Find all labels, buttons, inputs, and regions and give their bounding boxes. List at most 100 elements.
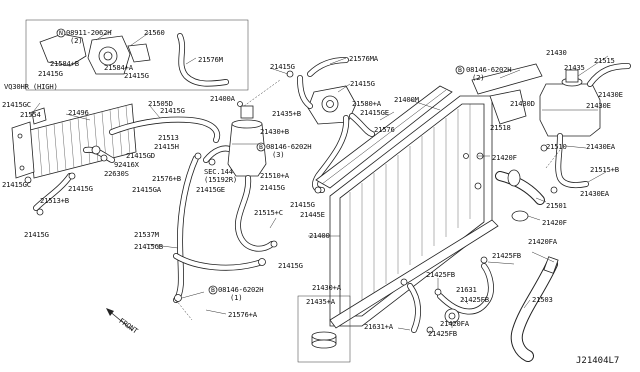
callout-21400m: 21400M bbox=[394, 95, 419, 104]
callout-21435a: 21435+A bbox=[306, 297, 335, 306]
callout-21415g: 21415G bbox=[160, 106, 185, 115]
callout-21400a: 21400A bbox=[210, 94, 235, 103]
inset-border bbox=[25, 19, 249, 91]
callout-21510a: 21510+A bbox=[260, 171, 289, 180]
callout-21503: 21503 bbox=[532, 295, 553, 304]
callout-21631: 21631 bbox=[456, 285, 477, 294]
callout-21415g: 21415G bbox=[270, 62, 295, 71]
callout-21445e: 21445E bbox=[300, 210, 325, 219]
callout-21415ge: 21415GE bbox=[360, 108, 389, 117]
callout-92416x: 92416X bbox=[114, 160, 139, 169]
callout-21430a: 21430+A bbox=[312, 283, 341, 292]
callout-21420f: 21420F bbox=[492, 153, 517, 162]
callout-sec144: SEC.144 bbox=[204, 167, 233, 176]
inset-housing-port bbox=[98, 46, 118, 66]
callout-08911-qty: (2) bbox=[70, 36, 83, 45]
clamp-92416x bbox=[91, 145, 101, 155]
callout-21415g: 21415G bbox=[260, 183, 285, 192]
callout-21501: 21501 bbox=[546, 201, 567, 210]
clamp-21420f-b bbox=[511, 210, 529, 222]
callout-21435b: 21435+B bbox=[272, 109, 301, 118]
inset-housing bbox=[87, 35, 131, 75]
callout-21554: 21554 bbox=[20, 110, 41, 119]
callout-21576: 21576 bbox=[374, 125, 395, 134]
badge-markers bbox=[56, 28, 465, 295]
callout-21576a: 21576+A bbox=[228, 310, 257, 319]
callout-21576b: 21576+B bbox=[152, 174, 181, 183]
inset-vq30hr bbox=[25, 19, 249, 91]
cooler-top-mount bbox=[31, 107, 47, 125]
leader-lines bbox=[29, 29, 609, 331]
callout-21430: 21430 bbox=[546, 48, 567, 57]
callout-21415g: 21415G bbox=[68, 184, 93, 193]
callout-21430d: 21430D bbox=[510, 99, 535, 108]
callout-21420f: 21420F bbox=[542, 218, 567, 227]
callout-21430ea: 21430EA bbox=[586, 142, 615, 151]
dashed-references bbox=[175, 79, 561, 321]
callout-21515c: 21515+C bbox=[254, 208, 283, 217]
badge-n-icon: N bbox=[59, 29, 63, 37]
callout-08146-bot: 08146-6202H bbox=[218, 285, 264, 294]
callout-21631a: 21631+A bbox=[364, 322, 393, 331]
clamp-22630s bbox=[100, 154, 108, 162]
callout-21420fa: 21420FA bbox=[528, 237, 557, 246]
oil-cooler-21496 bbox=[11, 103, 137, 179]
radiator-lower-tank bbox=[329, 219, 499, 329]
radiator-21400 bbox=[315, 85, 499, 329]
callout-21415gd: 21415GD bbox=[126, 151, 155, 160]
clamp-21420f-a bbox=[507, 169, 521, 187]
callout-21515: 21515 bbox=[594, 56, 615, 65]
inset-cap bbox=[297, 295, 351, 363]
callout-21576m: 21576M bbox=[198, 55, 223, 64]
front-arrow bbox=[106, 308, 133, 331]
reservoir-cap bbox=[240, 105, 254, 119]
reservoir-21430b bbox=[227, 105, 267, 177]
callout-21415h: 21415H bbox=[154, 142, 179, 151]
callout-21430e: 21430E bbox=[598, 90, 623, 99]
bracket-21518 bbox=[471, 63, 543, 95]
callout-21513: 21513 bbox=[158, 133, 179, 142]
callout-22630s: 22630S bbox=[104, 169, 129, 178]
callout-21584a: 21584+A bbox=[104, 63, 133, 72]
callout-21425fb: 21425FB bbox=[492, 251, 521, 260]
callout-21420fa: 21420FA bbox=[440, 319, 469, 328]
callout-21415gc: 21415GC bbox=[2, 100, 31, 109]
callout-15192r: (15192R) bbox=[204, 175, 238, 184]
callout-08146-bot-qty: (1) bbox=[230, 293, 243, 302]
cooler-fins bbox=[37, 105, 131, 177]
callout-21537m: 21537M bbox=[134, 230, 159, 239]
cooler-side-bracket bbox=[11, 121, 35, 179]
callout-21505d: 21505D bbox=[148, 99, 173, 108]
callout-21560: 21560 bbox=[144, 28, 165, 37]
callout-08146-top-qty: (2) bbox=[472, 73, 485, 82]
callout-21510: 21510 bbox=[546, 142, 567, 151]
callout-21580a: 21580+A bbox=[352, 99, 381, 108]
callout-21415gb: 21415GB bbox=[134, 242, 163, 251]
callout-21430b: 21430+B bbox=[260, 127, 289, 136]
badge-b-icon: B bbox=[211, 286, 215, 294]
callout-21435: 21435 bbox=[564, 63, 585, 72]
callout-21415gc: 21415GC bbox=[2, 180, 31, 189]
callout-21415g: 21415G bbox=[124, 71, 149, 80]
callout-21515b: 21515+B bbox=[590, 165, 619, 174]
callout-21518: 21518 bbox=[490, 123, 511, 132]
reservoir-21430 bbox=[539, 69, 601, 137]
bracket-21430d bbox=[489, 89, 527, 125]
callout-21415g: 21415G bbox=[290, 200, 315, 209]
callout-08146-mid-qty: (3) bbox=[272, 150, 285, 159]
callout-21415g: 21415G bbox=[38, 69, 63, 78]
callout-21415ga: 21415GA bbox=[132, 185, 161, 194]
callout-21576ma: 21576MA bbox=[349, 54, 378, 63]
callout-21430e: 21430E bbox=[586, 101, 611, 110]
fasteners bbox=[24, 70, 558, 302]
callout-21415g: 21415G bbox=[350, 79, 375, 88]
badge-b-icon: B bbox=[259, 143, 263, 151]
callout-vq30hr: VQ30HR (HIGH) bbox=[4, 82, 58, 91]
callout-21415ge: 21415GE bbox=[196, 185, 225, 194]
badge-b-icon: B bbox=[458, 66, 462, 74]
callout-21430ea: 21430EA bbox=[580, 189, 609, 198]
callout-21425fb: 21425FB bbox=[460, 295, 489, 304]
callout-21584b: 21584+B bbox=[50, 59, 79, 68]
